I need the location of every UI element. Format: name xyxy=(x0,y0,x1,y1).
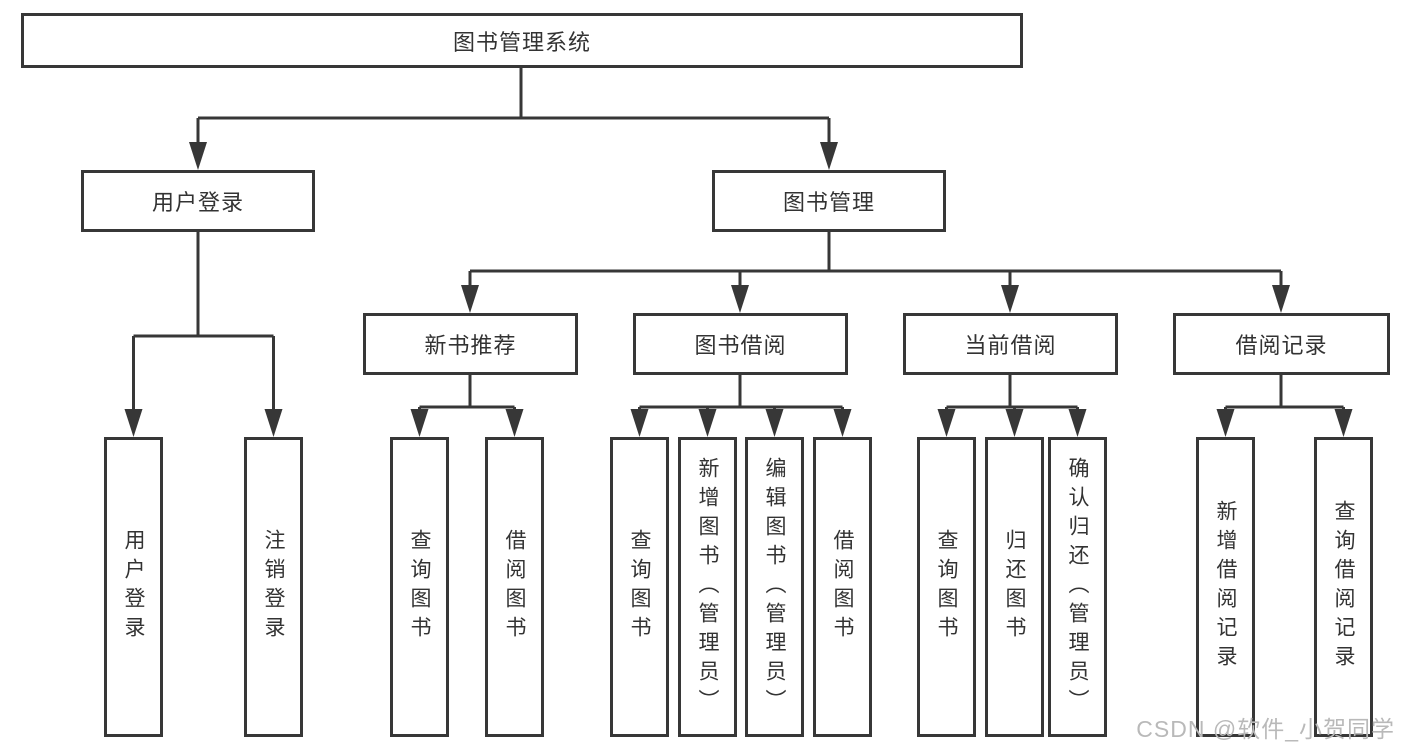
node-label: 图书管理 xyxy=(782,190,875,215)
leaf-user-login: 用户登录 xyxy=(104,437,163,737)
node-label: 新增图书（管理员） xyxy=(696,456,719,718)
node-label: 当前借阅 xyxy=(964,333,1057,358)
node-branch-user-login: 用户登录 xyxy=(81,170,315,232)
leaf-current-return-book: 归还图书 xyxy=(985,437,1044,737)
connector-recommend-to-leaves xyxy=(418,375,516,412)
arrowhead-icon xyxy=(937,409,956,437)
node-label: 查询图书 xyxy=(628,529,651,645)
node-label: 确认归还（管理员） xyxy=(1066,456,1089,718)
node-label: 新增借阅记录 xyxy=(1214,500,1237,674)
arrowhead-icon xyxy=(820,142,838,170)
node-label: 借阅图书 xyxy=(503,529,526,645)
arrowhead-icon xyxy=(189,142,207,170)
node-book-borrow: 图书借阅 xyxy=(633,313,848,375)
arrowhead-icon xyxy=(765,409,784,437)
node-label: 用户登录 xyxy=(151,190,244,215)
leaf-logout-login: 注销登录 xyxy=(244,437,303,737)
connector-root-to-level2 xyxy=(196,68,831,146)
arrowhead-icon xyxy=(1334,409,1353,437)
arrowhead-icon xyxy=(1001,285,1019,313)
arrowhead-icon xyxy=(505,409,524,437)
node-label: 图书管理系统 xyxy=(452,29,591,55)
leaf-recommend-borrow-book: 借阅图书 xyxy=(485,437,544,737)
connector-bookmgmt-to-level3 xyxy=(468,232,1283,288)
node-label: 借阅图书 xyxy=(831,529,854,645)
node-label: 注销登录 xyxy=(262,529,285,645)
arrowhead-icon xyxy=(1005,409,1024,437)
node-label: 查询图书 xyxy=(935,529,958,645)
connector-current-to-leaves xyxy=(945,375,1079,412)
arrowhead-icon xyxy=(264,409,283,437)
leaf-borrow-query-book: 查询图书 xyxy=(610,437,669,737)
watermark: CSDN @软件_小贺同学 xyxy=(1136,716,1395,742)
leaf-borrow-borrow-book: 借阅图书 xyxy=(813,437,872,737)
connector-userlogin-to-leaves xyxy=(132,232,275,412)
node-new-book-recommend: 新书推荐 xyxy=(363,313,578,375)
arrowhead-icon xyxy=(731,285,749,313)
node-label: 图书借阅 xyxy=(694,333,787,358)
node-label: 新书推荐 xyxy=(424,333,517,358)
arrowhead-icon xyxy=(1068,409,1087,437)
node-root-system: 图书管理系统 xyxy=(21,13,1023,68)
node-label: 用户登录 xyxy=(122,529,145,645)
connector-borrow-to-leaves xyxy=(638,375,844,412)
arrowhead-icon xyxy=(461,285,479,313)
arrowhead-icon xyxy=(124,409,143,437)
leaf-borrow-edit-book-admin: 编辑图书（管理员） xyxy=(745,437,804,737)
node-label: 编辑图书（管理员） xyxy=(763,456,786,718)
node-label: 查询图书 xyxy=(408,529,431,645)
node-borrow-records: 借阅记录 xyxy=(1173,313,1390,375)
arrowhead-icon xyxy=(630,409,649,437)
node-label: 归还图书 xyxy=(1003,529,1026,645)
node-label: 借阅记录 xyxy=(1235,333,1328,358)
connector-records-to-leaves xyxy=(1224,375,1345,412)
leaf-records-add-borrow-record: 新增借阅记录 xyxy=(1196,437,1255,737)
node-current-borrow: 当前借阅 xyxy=(903,313,1118,375)
arrowhead-icon xyxy=(698,409,717,437)
arrowhead-icon xyxy=(1216,409,1235,437)
leaf-current-confirm-return-admin: 确认归还（管理员） xyxy=(1048,437,1107,737)
node-label: 查询借阅记录 xyxy=(1332,500,1355,674)
leaf-records-query-borrow-record: 查询借阅记录 xyxy=(1314,437,1373,737)
leaf-current-query-book: 查询图书 xyxy=(917,437,976,737)
arrowhead-icon xyxy=(833,409,852,437)
arrowhead-icon xyxy=(1272,285,1290,313)
leaf-recommend-query-book: 查询图书 xyxy=(390,437,449,737)
arrowhead-icon xyxy=(410,409,429,437)
node-branch-book-management: 图书管理 xyxy=(712,170,946,232)
leaf-borrow-add-book-admin: 新增图书（管理员） xyxy=(678,437,737,737)
